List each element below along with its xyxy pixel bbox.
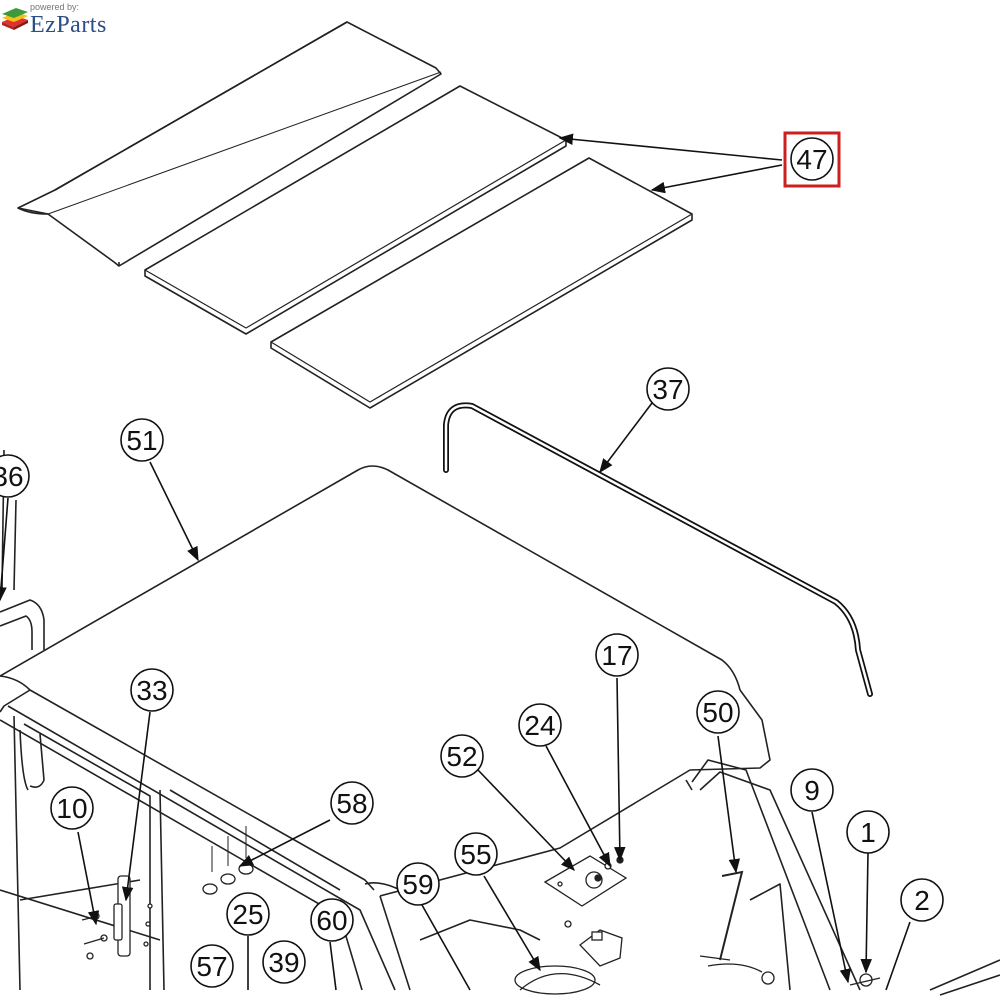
roof-panel-2 [144,85,567,335]
callout-25[interactable]: 25 [226,892,270,936]
callout-58[interactable]: 58 [330,781,374,825]
callout-circle [900,878,944,922]
callout-circle [226,892,270,936]
callout-circle [310,898,354,942]
callout-33[interactable]: 33 [130,668,174,712]
callout-label: 37 [652,374,683,405]
callout-circle [0,454,30,498]
callout-label: 9 [804,775,820,806]
highlight-box-47 [783,131,841,188]
callout-circle [790,768,834,812]
callout-circle [790,137,834,181]
callout-57[interactable]: 57 [190,944,234,988]
cab-assembly [0,449,1000,996]
callout-circle [130,668,174,712]
callout-37[interactable]: 37 [646,367,690,411]
callout-59[interactable]: 59 [396,862,440,906]
callout-label: 24 [524,710,555,741]
callout-label: 52 [446,741,477,772]
callout-55[interactable]: 55 [454,832,498,876]
callout-circle [696,690,740,734]
callout-17[interactable]: 17 [595,633,639,677]
callout-36[interactable]: 36 [0,454,30,498]
callout-circle [396,862,440,906]
callout-circle [646,367,690,411]
callout-label: 55 [460,839,491,870]
callout-47[interactable]: 47 [790,137,834,181]
callout-50[interactable]: 50 [696,690,740,734]
callout-label: 1 [860,817,876,848]
callout-circle [440,734,484,778]
callout-label: 60 [316,905,347,936]
roof-panel-1 [17,21,442,267]
callout-circle [454,832,498,876]
callout-51[interactable]: 51 [120,418,164,462]
callout-label: 25 [232,899,263,930]
seal-strip [443,402,873,697]
callout-10[interactable]: 10 [50,786,94,830]
hardware-details [81,826,881,995]
callout-52[interactable]: 52 [440,734,484,778]
callout-circle [846,810,890,854]
callout-label: 47 [796,144,827,175]
callout-circle [120,418,164,462]
callout-39[interactable]: 39 [262,940,306,984]
roof-panels [17,21,693,409]
callout-label: 10 [56,793,87,824]
callout-group: 47 37 51 36 33 17 24 50 52 10 58 55 59 9 1 2 25 60 57 39 [0,137,944,988]
callout-24[interactable]: 24 [518,703,562,747]
callout-circle [330,781,374,825]
callout-label: 58 [336,788,367,819]
callout-9[interactable]: 9 [790,768,834,812]
callout-circle [262,940,306,984]
callout-2[interactable]: 2 [900,878,944,922]
callout-circle [595,633,639,677]
callout-label: 51 [126,425,157,456]
callout-circle [190,944,234,988]
callout-circle [518,703,562,747]
ezparts-logo: powered by: EzParts [0,0,130,44]
callout-circle [50,786,94,830]
callout-label: 33 [136,675,167,706]
callout-label: 57 [196,951,227,982]
leader-lines [0,133,911,991]
logo-name: EzParts [30,12,107,38]
callout-label: 59 [402,869,433,900]
callout-label: 39 [268,947,299,978]
callout-1[interactable]: 1 [846,810,890,854]
callout-label: 50 [702,697,733,728]
roof-panel-3 [270,157,693,409]
logo-tagline: powered by: [30,2,80,12]
callout-label: 17 [601,640,632,671]
callout-label: 2 [914,885,930,916]
logo-books-icon [2,8,28,30]
callout-label: 36 [0,461,24,492]
callout-60[interactable]: 60 [310,898,354,942]
